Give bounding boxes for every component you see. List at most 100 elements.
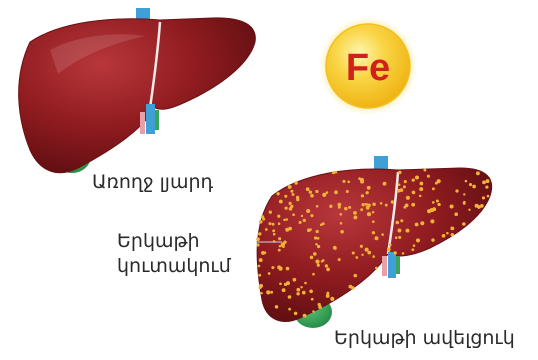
iron-dot [432,201,435,204]
iron-dot [420,221,424,225]
iron-dot [348,206,351,209]
iron-dot [282,288,286,292]
iron-dot [411,203,415,207]
iron-dot [299,221,302,224]
iron-dot [294,181,297,184]
iron-dot [306,209,310,213]
iron-dot [284,195,287,198]
iron-dot [394,251,397,254]
iron-dot [398,171,402,175]
iron-dot [472,185,476,189]
iron-dot [288,227,292,231]
iron-dot [268,272,271,275]
iron-dot [303,219,306,222]
iron-dot [288,185,292,189]
iron-dot [346,190,349,193]
iron-dot [355,256,358,259]
iron-dot [265,228,268,231]
liver-shape-top [19,18,256,173]
iron-dot [326,191,329,194]
iron-dot [362,203,365,206]
iron-dot [276,192,279,195]
iron-dot [442,234,446,238]
iron-dot [450,204,454,208]
iron-dot [381,233,384,236]
iron-dot [301,215,303,217]
iron-dot [455,189,458,192]
iron-dot [273,233,276,236]
iron-dot [311,298,314,301]
iron-dot [431,238,434,241]
iron-dot [342,180,345,183]
iron-dot [316,230,319,233]
iron-dot [277,265,281,269]
iron-dot [340,230,344,234]
iron-dot [317,264,320,267]
iron-dot [412,191,416,195]
iron-dot [326,268,330,272]
iron-dot [338,206,341,209]
iron-dot [284,206,287,209]
iron-dot [332,171,335,174]
iron-dot [275,305,278,308]
iron-dot [404,180,407,183]
iron-dot [354,274,358,278]
iron-dot [477,205,481,209]
hepatic-artery-top [140,112,145,134]
iron-dot [412,179,414,181]
iron-dot [416,238,420,242]
iron-dot [259,258,263,262]
iron-dot [288,295,292,299]
iron-dot [389,244,392,247]
iron-dot [312,273,315,276]
iron-dot [326,294,330,298]
iron-dot [347,180,350,183]
iron-dot [309,191,312,194]
iron-dot [268,222,271,225]
iron-dot [314,236,317,239]
iron-dot [367,186,371,190]
iron-dot [296,196,299,199]
iron-dot [290,205,293,208]
iron-dot [436,199,439,202]
iron-dot [271,266,274,269]
iron-dot [469,183,472,186]
iron-dot [266,290,270,294]
iron-dot [485,186,488,189]
healthy-liver-label: Առողջ լյարդ [92,170,213,195]
iron-dot [360,180,364,184]
iron-dot [288,308,291,311]
iron-dot [415,176,419,180]
iron-dot [360,245,363,248]
iron-dot [292,213,295,216]
iron-dot [366,206,370,210]
iron-dot [406,196,410,200]
iron-dot [278,222,281,225]
iron-dot [317,245,320,248]
iron-dot [256,237,260,241]
iron-dot [315,260,319,264]
iron-dot [315,190,318,193]
iron-dot [310,214,313,217]
iron-dot [277,215,280,218]
iron-dot [402,252,405,255]
iron-dot [451,233,455,237]
iron-dot [260,292,262,294]
iron-dot [339,213,342,216]
iron-dot [304,282,307,285]
iron-dot [462,222,466,226]
iron-dot [391,200,394,203]
iron-dot [400,188,404,192]
iron-badge: Fe [319,17,417,115]
iron-dot [340,222,343,225]
iron-dot [278,249,281,252]
iron-dot [259,220,263,224]
iron-dot [423,169,426,172]
iron-dot [365,248,369,252]
iron-dot [353,211,357,215]
iron-dot [387,248,391,252]
iron-dot [361,194,364,197]
iron-dot [372,211,374,213]
iron-dot [375,267,378,270]
iron-dot [367,212,371,216]
